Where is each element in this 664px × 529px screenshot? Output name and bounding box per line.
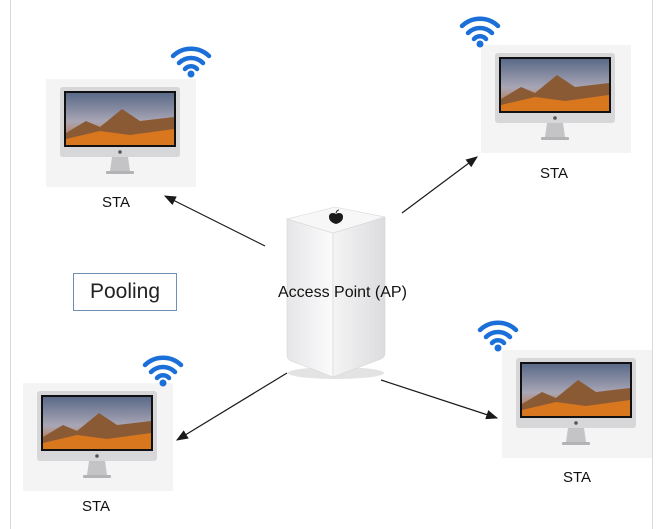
imac-icon — [495, 53, 615, 140]
pooling-label: Pooling — [89, 280, 161, 303]
wifi-icon — [170, 46, 212, 78]
wifi-icon — [142, 355, 184, 387]
station-top-left — [46, 79, 196, 187]
wifi-icon — [477, 320, 519, 352]
station-bottom-left — [23, 383, 173, 491]
sta-label-top-right: STA — [539, 165, 569, 182]
pooling-box: Pooling — [73, 273, 177, 311]
imac-icon — [60, 87, 180, 174]
sta-label-bottom-right: STA — [562, 469, 592, 486]
wifi-icon — [459, 16, 501, 48]
station-top-right — [481, 45, 631, 153]
frame-left-border — [10, 0, 11, 529]
station-bottom-right — [502, 350, 652, 458]
sta-label-bottom-left: STA — [81, 498, 111, 515]
arrow-to-sta-bottom-right — [380, 379, 499, 420]
frame-right-border — [652, 0, 653, 529]
sta-label-top-left: STA — [101, 194, 131, 211]
access-point-label: Access Point (AP) — [278, 284, 407, 301]
arrow-to-sta-bottom-left — [175, 372, 288, 441]
imac-icon — [37, 391, 157, 478]
imac-icon — [516, 358, 636, 445]
access-point-icon — [285, 206, 386, 379]
arrow-to-sta-top-right — [401, 156, 478, 214]
arrow-to-sta-top-left — [163, 195, 266, 247]
